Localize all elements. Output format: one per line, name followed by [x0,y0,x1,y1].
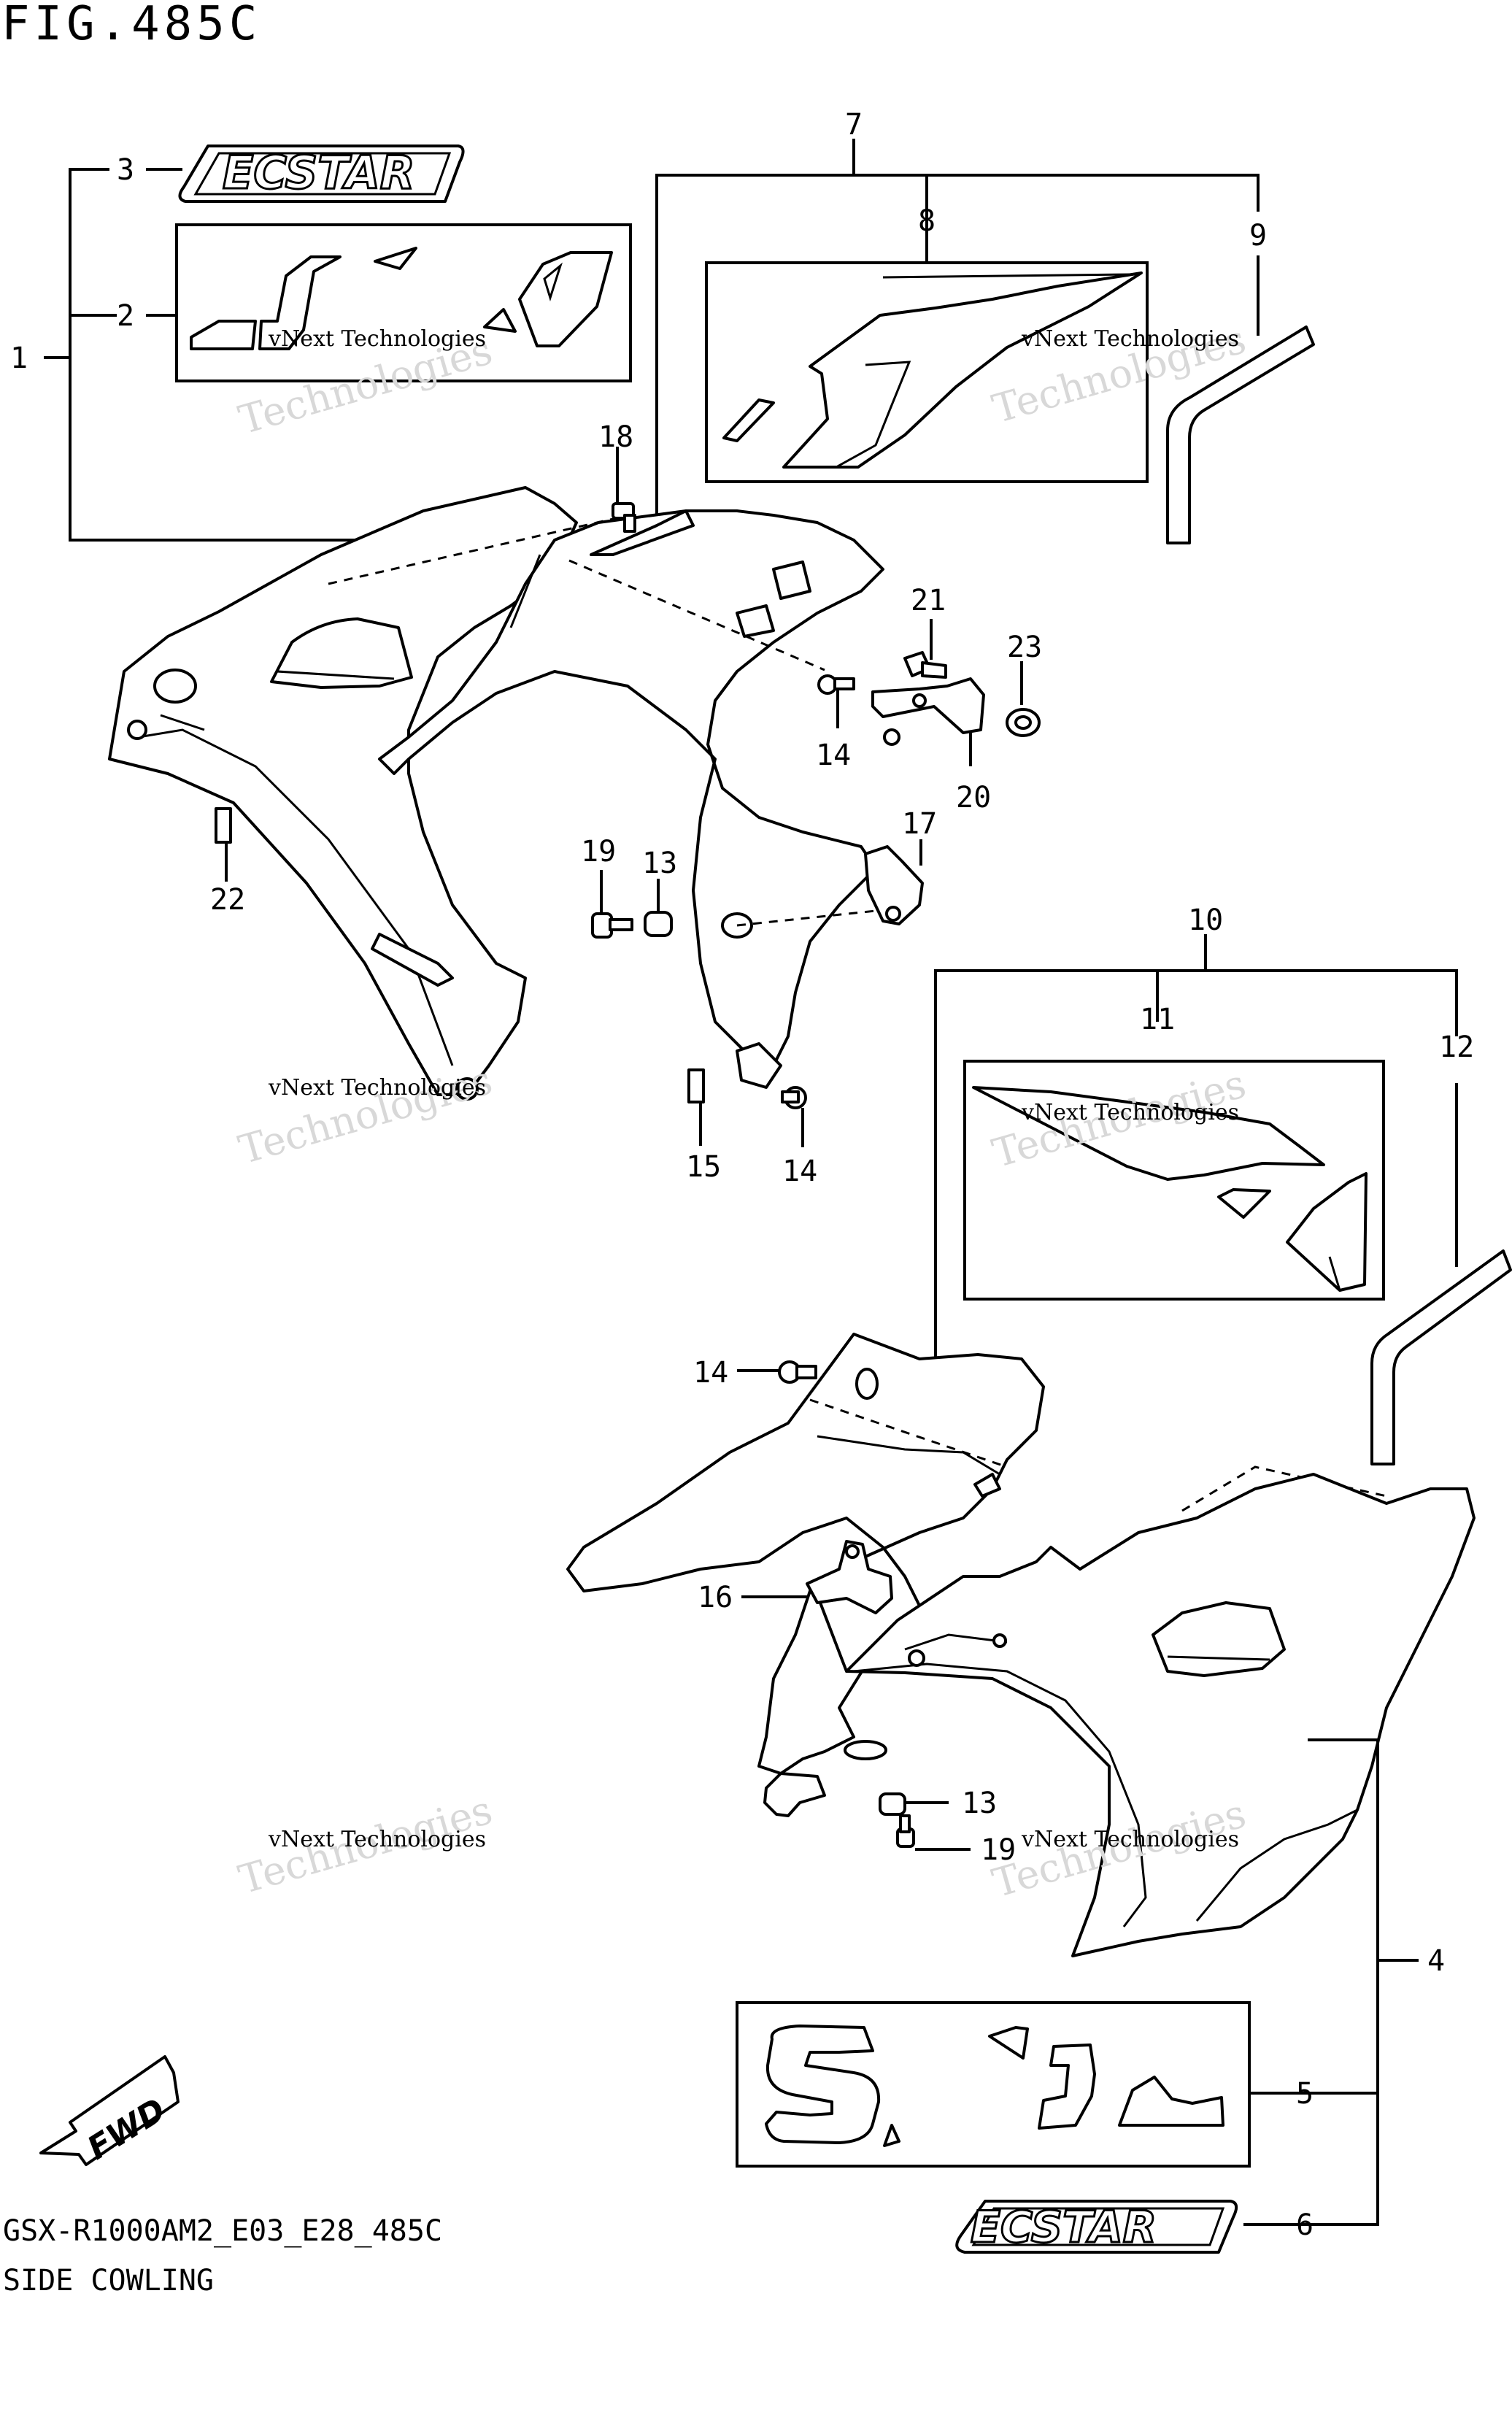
callout-23: 23 [1007,631,1042,664]
ecstar-logo-top-text: ECSTAR [223,146,415,199]
callout-14-right: 14 [693,1356,728,1390]
callout-9: 9 [1249,219,1267,253]
callout-7: 7 [845,108,863,142]
svg-text:vNext Technologies: vNext Technologies [268,1075,486,1101]
svg-text:vNext Technologies: vNext Technologies [1021,1100,1239,1125]
washer-23 [1006,708,1041,737]
callout-1: 1 [10,342,28,375]
callout-18: 18 [598,420,633,454]
figure-title: FIG.485C [1,0,262,51]
callout-14-lower: 14 [782,1155,817,1188]
callout-6: 6 [1296,2208,1314,2242]
model-code: GSX-R1000AM2_E03_E28_485C [3,2214,443,2248]
callout-22: 22 [210,883,245,917]
callout-20: 20 [956,781,991,814]
watermark-5: Technologies vNext Technologies [234,1787,497,1903]
callout-15: 15 [686,1150,721,1184]
decal-box-8 [705,261,1149,483]
bolt-19-lower [896,1814,915,1848]
bracket-17 [864,845,924,925]
pad-22 [215,807,232,844]
callout-10: 10 [1188,904,1223,937]
callout-4: 4 [1427,1944,1445,1978]
callout-11: 11 [1140,1003,1175,1036]
upper-inner-cowl [328,509,884,1089]
pad-15 [687,1068,705,1103]
callout-5: 5 [1296,2077,1314,2111]
callout-16: 16 [698,1581,733,1614]
bracket-16 [806,1540,893,1614]
callout-3: 3 [117,153,134,187]
trim-strip-9 [1166,325,1315,544]
callout-13-upper: 13 [642,847,677,880]
svg-text:vNext Technologies: vNext Technologies [268,1827,486,1852]
callout-12: 12 [1439,1031,1474,1064]
watermark-2: Technologies vNext Technologies [987,316,1251,432]
upper-left-cowl [108,486,578,1101]
group-10-bracket [934,934,1458,1414]
callout-19-upper: 19 [581,835,616,868]
callout-19-lower: 19 [981,1833,1016,1867]
lower-inner-cowl [566,1333,1387,1817]
decal-box-5 [736,2001,1251,2168]
group-1-bracket [44,168,394,542]
fastener-18 [612,502,636,533]
fwd-arrow-icon: FWD [39,2055,180,2168]
watermark-3: Technologies vNext Technologies [234,1057,497,1173]
callout-14-upper: 14 [816,739,851,772]
screw-14-lower [781,1086,807,1109]
section-name: SIDE COWLING [3,2264,214,2297]
callout-21: 21 [911,584,946,617]
group-7-bracket [655,139,1260,525]
group-4-bracket [1243,1738,1419,2226]
decal-box-2 [175,223,632,382]
watermark-1: Technologies vNext Technologies [234,326,497,443]
ecstar-logo-bottom-text: ECSTAR [971,2202,1157,2253]
trim-strip-12 [1370,1249,1512,1465]
ecstar-logo-top: ECSTAR [178,145,465,203]
callout-2: 2 [117,299,134,333]
bracket-20 [871,677,985,746]
svg-text:vNext Technologies: vNext Technologies [1021,326,1239,352]
screw-14-right [778,1360,817,1384]
svg-text:vNext Technologies: vNext Technologies [1021,1827,1239,1852]
decal-box-11 [963,1060,1385,1301]
nut-13-upper [644,911,673,937]
callout-8: 8 [918,204,936,238]
svg-text:vNext Technologies: vNext Technologies [268,326,486,352]
ecstar-logo-bottom: ECSTAR [955,2200,1238,2254]
callout-13-lower: 13 [962,1787,997,1820]
nut-13-lower [879,1792,906,1816]
callout-17: 17 [902,807,937,841]
screw-14-upper [817,674,855,695]
lower-right-cowl [845,1473,1476,1957]
bolt-19-upper [591,912,633,939]
bolt-21 [903,651,947,679]
